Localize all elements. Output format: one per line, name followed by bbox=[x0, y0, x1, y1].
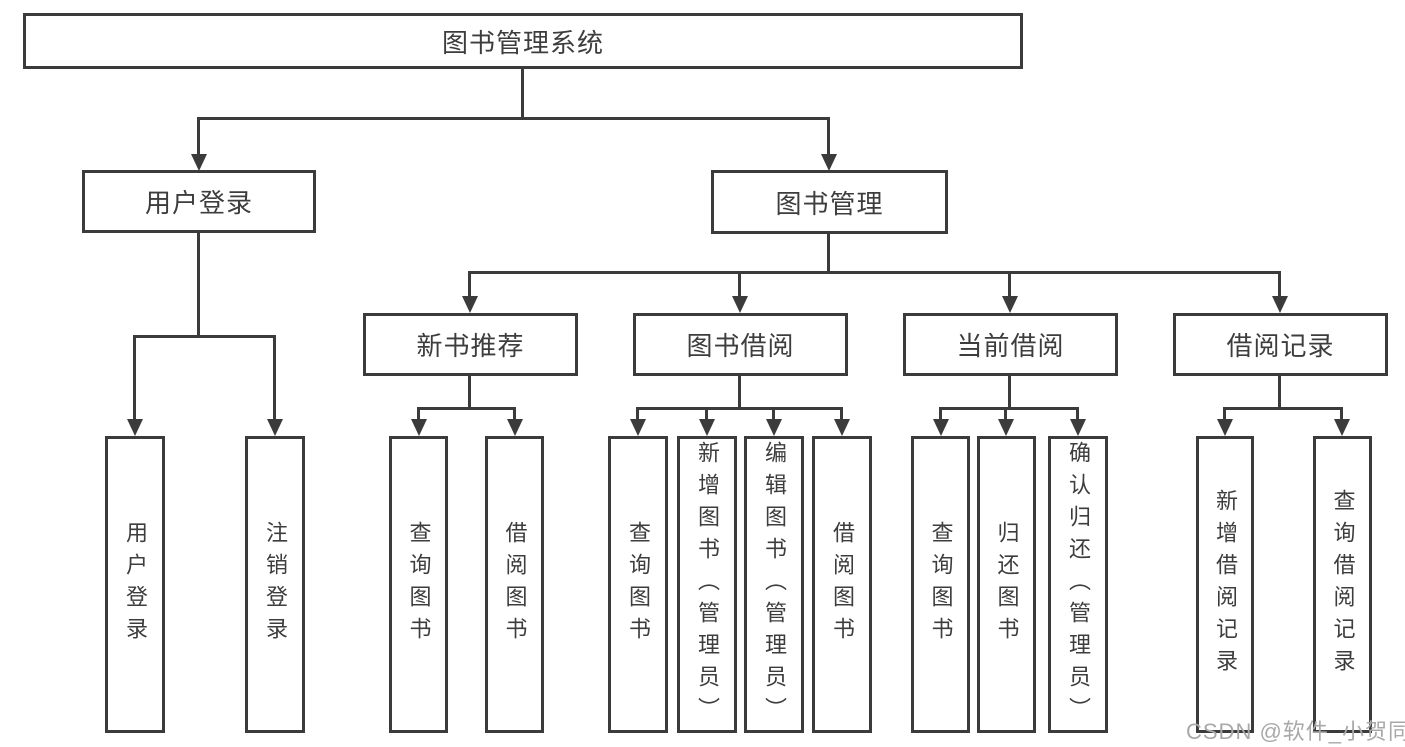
connector-vline bbox=[1008, 271, 1011, 296]
node-add-borrow-record-label: 新增借阅记录 bbox=[1213, 488, 1238, 681]
node-borrow-records: 借阅记录 bbox=[1173, 313, 1388, 376]
node-query-books-borrowing: 查询图书 bbox=[608, 436, 668, 733]
node-user-login-label: 用户登录 bbox=[144, 188, 253, 218]
node-borrow-books-label: 借阅图书 bbox=[830, 520, 855, 649]
node-book-management-label: 图书管理 bbox=[775, 188, 884, 219]
arrow-down-icon bbox=[821, 154, 837, 171]
node-add-book-admin: 新增图书（管理员） bbox=[677, 436, 737, 733]
connector-vline bbox=[1340, 407, 1343, 419]
node-edit-book-admin: 编辑图书（管理员） bbox=[744, 436, 804, 733]
connector-vline bbox=[738, 376, 741, 410]
connector-hline bbox=[417, 407, 516, 410]
connector-vline bbox=[827, 234, 830, 274]
connector-vline bbox=[468, 376, 471, 410]
node-borrow-records-label: 借阅记录 bbox=[1226, 331, 1335, 361]
arrow-down-icon bbox=[1002, 296, 1018, 313]
connector-hline bbox=[468, 271, 1281, 274]
arrow-down-icon bbox=[507, 419, 523, 436]
connector-hline bbox=[1223, 407, 1343, 410]
node-query-books-current: 查询图书 bbox=[911, 436, 970, 733]
connector-vline bbox=[636, 407, 639, 419]
node-query-books-current-label: 查询图书 bbox=[928, 520, 954, 649]
connector-vline bbox=[772, 407, 775, 419]
connector-vline bbox=[939, 407, 942, 419]
node-query-borrow-record: 查询借阅记录 bbox=[1313, 436, 1372, 733]
connector-hline bbox=[197, 117, 830, 120]
node-add-book-admin-label: 新增图书（管理员） bbox=[695, 440, 720, 729]
node-new-book-recommend-label: 新书推荐 bbox=[416, 331, 525, 361]
arrow-down-icon bbox=[462, 296, 478, 313]
node-logout-label: 注销登录 bbox=[263, 520, 288, 649]
arrow-down-icon bbox=[1334, 419, 1350, 436]
connector-vline bbox=[705, 407, 708, 419]
connector-vline bbox=[1004, 407, 1007, 419]
connector-vline bbox=[513, 407, 516, 419]
node-query-books-recommend: 查询图书 bbox=[389, 436, 448, 733]
arrow-down-icon bbox=[732, 296, 748, 313]
arrow-down-icon bbox=[766, 419, 782, 436]
connector-vline bbox=[1278, 271, 1281, 296]
node-login: 用户登录 bbox=[105, 436, 165, 733]
connector-vline bbox=[840, 407, 843, 419]
connector-vline bbox=[417, 407, 420, 419]
arrow-down-icon bbox=[1217, 419, 1233, 436]
node-confirm-return-admin: 确认归还（管理员） bbox=[1048, 436, 1108, 733]
arrow-down-icon bbox=[699, 419, 715, 436]
arrow-down-icon bbox=[127, 419, 143, 436]
arrow-down-icon bbox=[834, 419, 850, 436]
connector-vline bbox=[1008, 376, 1011, 410]
connector-vline bbox=[133, 335, 136, 419]
connector-vline bbox=[197, 117, 200, 154]
node-return-book-label: 归还图书 bbox=[994, 520, 1020, 649]
node-borrow-books: 借阅图书 bbox=[812, 436, 872, 733]
arrow-down-icon bbox=[630, 419, 646, 436]
node-book-borrowing-label: 图书借阅 bbox=[686, 331, 795, 361]
connector-vline bbox=[1223, 407, 1226, 419]
arrow-down-icon bbox=[933, 419, 949, 436]
node-confirm-return-admin-label: 确认归还（管理员） bbox=[1066, 440, 1091, 729]
node-current-borrowing-label: 当前借阅 bbox=[956, 331, 1065, 361]
node-new-book-recommend: 新书推荐 bbox=[363, 313, 578, 376]
node-logout: 注销登录 bbox=[245, 436, 305, 733]
arrow-down-icon bbox=[411, 419, 427, 436]
node-return-book: 归还图书 bbox=[977, 436, 1036, 733]
connector-hline bbox=[939, 407, 1079, 410]
node-add-borrow-record: 新增借阅记录 bbox=[1196, 436, 1254, 733]
node-book-management: 图书管理 bbox=[711, 170, 948, 234]
arrow-down-icon bbox=[1070, 419, 1086, 436]
node-book-borrowing: 图书借阅 bbox=[633, 313, 848, 376]
arrow-down-icon bbox=[267, 419, 283, 436]
node-library-system: 图书管理系统 bbox=[23, 13, 1023, 69]
connector-vline bbox=[273, 335, 276, 419]
node-query-books-borrowing-label: 查询图书 bbox=[626, 520, 651, 649]
node-edit-book-admin-label: 编辑图书（管理员） bbox=[762, 440, 787, 729]
arrow-down-icon bbox=[191, 154, 207, 171]
connector-hline bbox=[133, 335, 276, 338]
connector-hline bbox=[636, 407, 843, 410]
node-user-login: 用户登录 bbox=[82, 170, 316, 233]
arrow-down-icon bbox=[998, 419, 1014, 436]
node-current-borrowing: 当前借阅 bbox=[903, 313, 1118, 376]
watermark: CSDN @软件_小贺同学 bbox=[1186, 719, 1405, 744]
node-query-borrow-record-label: 查询借阅记录 bbox=[1330, 488, 1356, 681]
connector-vline bbox=[1076, 407, 1079, 419]
node-query-books-recommend-label: 查询图书 bbox=[406, 520, 432, 649]
arrow-down-icon bbox=[1272, 296, 1288, 313]
node-borrow-books-recommend: 借阅图书 bbox=[485, 436, 544, 733]
node-library-system-label: 图书管理系统 bbox=[441, 27, 604, 58]
node-login-label: 用户登录 bbox=[123, 520, 148, 649]
connector-vline bbox=[468, 271, 471, 296]
connector-vline bbox=[738, 271, 741, 296]
connector-vline bbox=[1278, 376, 1281, 410]
connector-vline bbox=[521, 68, 524, 119]
connector-vline bbox=[197, 233, 200, 338]
connector-vline bbox=[827, 117, 830, 154]
node-borrow-books-recommend-label: 借阅图书 bbox=[502, 520, 528, 649]
